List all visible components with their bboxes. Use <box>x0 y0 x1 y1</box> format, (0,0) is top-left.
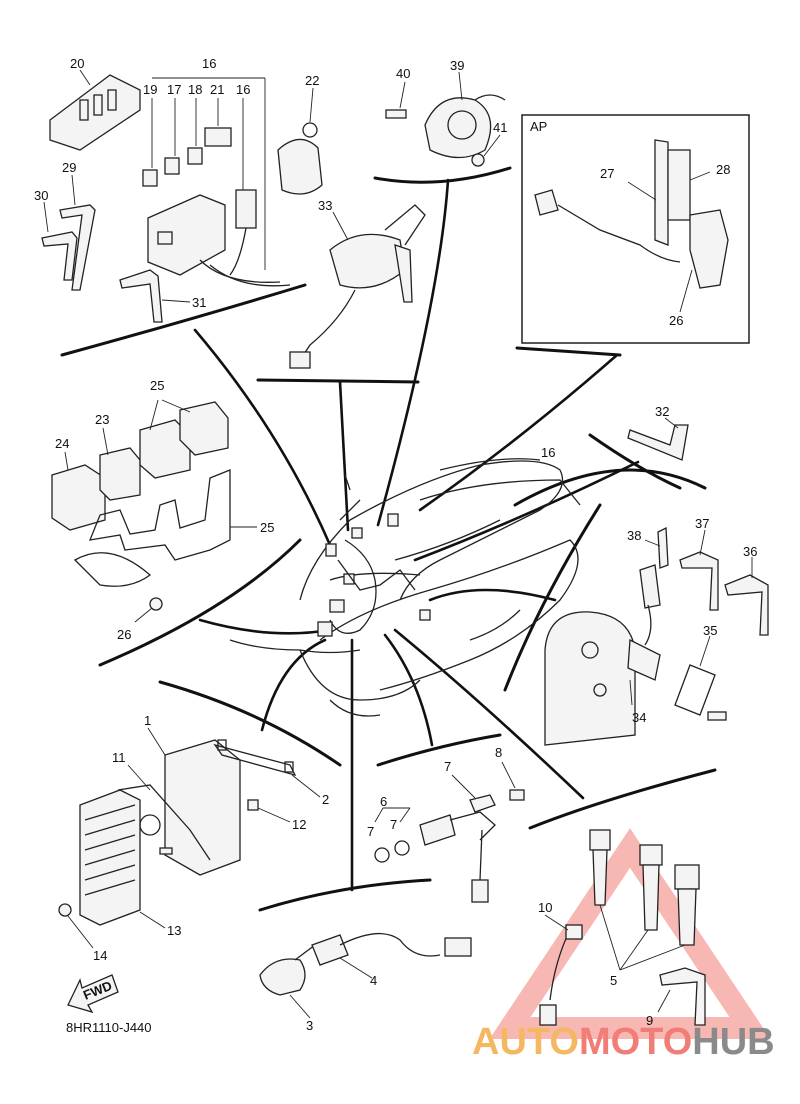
fuse-box-section <box>41 69 291 323</box>
callout-25-top: 25 <box>150 378 164 393</box>
buzzer-section <box>385 71 506 167</box>
callout-13: 12 <box>292 817 306 832</box>
callout-7a: 7 <box>367 824 374 839</box>
coil-section <box>539 829 706 1026</box>
callout-31: 29 <box>62 160 76 175</box>
speed-sensor-section <box>374 761 525 903</box>
relay-section <box>51 399 257 623</box>
fuse-puller-bottle <box>277 87 323 195</box>
callout-43: 41 <box>493 120 507 135</box>
callout-14: 13 <box>167 923 181 938</box>
callout-28: 26 <box>669 313 683 328</box>
forward-arrow-icon <box>67 974 119 1014</box>
callout-36: 34 <box>632 710 646 725</box>
callout-22: 20 <box>70 56 84 71</box>
callout-19: 18 <box>188 82 202 97</box>
sensor-bracket-section <box>544 526 769 746</box>
callout-20: 19 <box>143 82 157 97</box>
callout-27: 26 <box>117 627 131 642</box>
callout-23: 22 <box>305 73 319 88</box>
callout-1: 1 <box>144 713 151 728</box>
callout-30: 28 <box>716 162 730 177</box>
callout-24: 23 <box>95 412 109 427</box>
watermark-auto: AUTO <box>472 1021 579 1063</box>
callout-32: 30 <box>34 188 48 203</box>
callout-21: 21 <box>210 82 224 97</box>
rectifier-section <box>58 727 321 949</box>
callout-6: 6 <box>380 794 387 809</box>
callout-12: 11 <box>112 750 126 765</box>
callout-34: 32 <box>655 404 669 419</box>
watermark-hub: HUB <box>692 1021 774 1063</box>
section-borders <box>60 114 750 912</box>
callout-10: 9 <box>646 1013 653 1028</box>
callout-3: 3 <box>306 1018 313 1033</box>
callout-4: 4 <box>370 973 377 988</box>
callout-37: 35 <box>703 623 717 638</box>
callout-41: 39 <box>450 58 464 73</box>
hull-harness-assembly <box>229 458 581 717</box>
svg-text:AUTOMOTOHUB: AUTOMOTOHUB <box>472 1021 775 1063</box>
callout-40: 38 <box>627 528 641 543</box>
callout-16-main: 16 <box>541 445 555 460</box>
callout-9: 8 <box>495 745 502 760</box>
clamp-34 <box>627 417 689 461</box>
diagram-code: 8HR1110-J440 <box>66 1020 152 1035</box>
watermark-logo: AUTOMOTOHUB <box>472 1021 775 1063</box>
callout-2: 2 <box>322 792 329 807</box>
callout-33: 31 <box>192 295 206 310</box>
watermark-triangle <box>489 828 771 1039</box>
callout-25-left: 24 <box>55 436 69 451</box>
callout-8: 7 <box>444 759 451 774</box>
callout-42: 40 <box>396 66 410 81</box>
callout-26: 25 <box>260 520 274 535</box>
callout-29: 27 <box>600 166 614 181</box>
callout-11: 10 <box>538 900 552 915</box>
callout-7b: 7 <box>390 817 397 832</box>
ap-inset <box>534 139 729 313</box>
callout-15: 14 <box>93 948 107 963</box>
callout-5: 5 <box>610 973 617 988</box>
callout-17: 16 <box>236 82 250 97</box>
callout-16-top: 16 <box>202 56 216 71</box>
ap-label: AP <box>530 119 547 134</box>
callout-39: 37 <box>695 516 709 531</box>
watermark-moto: MOTO <box>579 1021 692 1063</box>
switch-wire-section <box>259 932 472 1019</box>
callout-38: 36 <box>743 544 757 559</box>
main-switch-section <box>289 204 426 369</box>
callout-35: 33 <box>318 198 332 213</box>
callout-18: 17 <box>167 82 181 97</box>
section-connectors <box>193 178 640 892</box>
